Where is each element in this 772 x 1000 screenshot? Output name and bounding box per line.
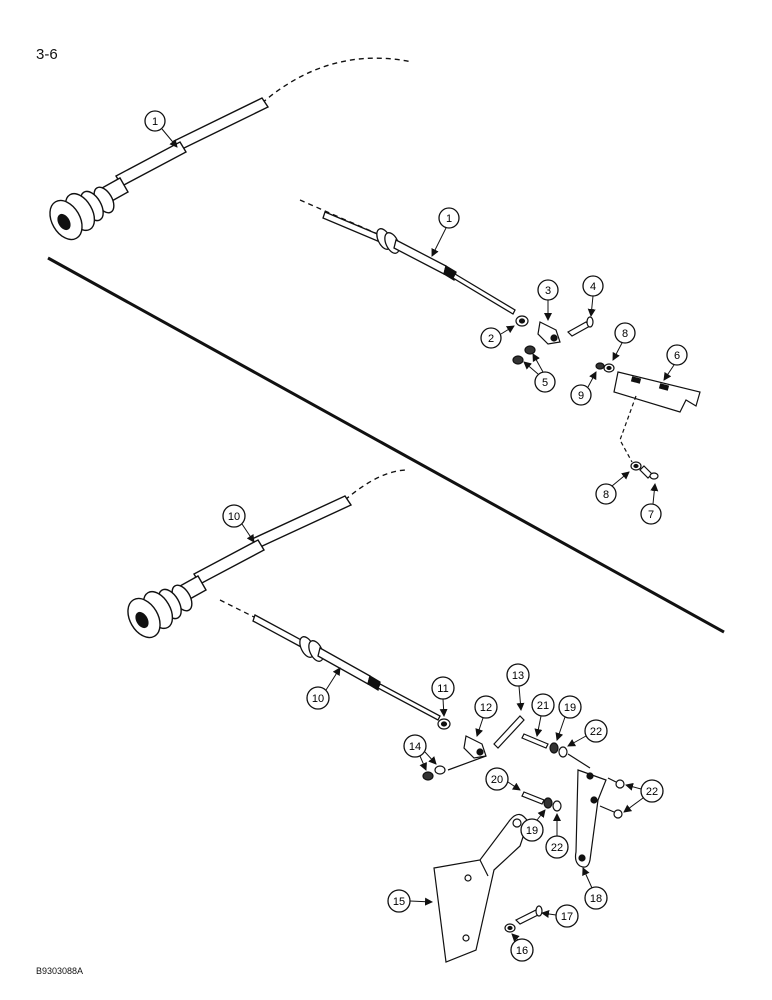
bolt-7 <box>639 465 653 479</box>
svg-text:15: 15 <box>393 896 405 908</box>
svg-text:22: 22 <box>646 786 658 798</box>
washer-19b <box>543 797 553 809</box>
svg-text:6: 6 <box>674 350 680 362</box>
callout-10a: 10 <box>222 504 255 543</box>
svg-text:8: 8 <box>622 328 628 340</box>
section-divider-line <box>47 256 725 634</box>
callout-15: 15 <box>387 889 433 913</box>
callout-8b: 8 <box>595 471 630 505</box>
figure-code: B9303088A <box>36 966 84 976</box>
svg-text:19: 19 <box>564 702 576 714</box>
callout-8a: 8 <box>612 322 636 361</box>
callout-14: 14 <box>403 734 437 771</box>
bolt-21 <box>521 733 549 749</box>
callout-19a: 19 <box>555 695 582 741</box>
svg-text:1: 1 <box>446 213 452 225</box>
svg-text:9: 9 <box>578 390 584 402</box>
callout-19b: 19 <box>520 809 546 842</box>
callout-21: 21 <box>531 693 555 737</box>
washer-22d <box>613 809 623 819</box>
page-number: 3-6 <box>36 46 58 63</box>
svg-text:10: 10 <box>228 511 240 523</box>
callout-1b: 1 <box>431 207 460 257</box>
svg-text:5: 5 <box>542 377 548 389</box>
svg-text:3: 3 <box>545 285 551 297</box>
callout-7: 7 <box>640 483 662 525</box>
svg-text:14: 14 <box>409 741 421 753</box>
svg-text:12: 12 <box>480 702 492 714</box>
washer-14b <box>434 765 446 775</box>
callout-22c: 22 <box>623 779 664 813</box>
svg-text:22: 22 <box>551 842 563 854</box>
washer-19a <box>549 742 559 754</box>
callout-11: 11 <box>431 676 455 717</box>
callout-18: 18 <box>582 867 608 910</box>
svg-text:10: 10 <box>312 693 324 705</box>
washer-22c <box>615 779 625 789</box>
callout-4: 4 <box>582 275 604 317</box>
washer-22a <box>558 746 568 758</box>
nut-14a <box>422 771 434 781</box>
svg-text:19: 19 <box>526 825 538 837</box>
callout-17: 17 <box>541 904 579 928</box>
svg-text:20: 20 <box>491 774 503 786</box>
svg-text:22: 22 <box>590 726 602 738</box>
callout-22a: 22 <box>567 719 608 747</box>
control-cable-upper <box>49 57 413 241</box>
callout-9: 9 <box>570 371 597 406</box>
cable-end-lower <box>219 599 441 721</box>
callout-12: 12 <box>474 695 498 737</box>
svg-text:13: 13 <box>512 670 524 682</box>
bracket-15 <box>433 813 529 963</box>
bolt-20 <box>521 791 545 805</box>
callout-13: 13 <box>506 663 530 711</box>
svg-text:7: 7 <box>648 509 654 521</box>
bracket-6 <box>613 371 701 413</box>
svg-text:1: 1 <box>152 116 158 128</box>
callout-2: 2 <box>480 325 515 349</box>
cable-end-upper <box>299 199 516 315</box>
callout-5: 5 <box>523 353 556 393</box>
bolt-13 <box>493 715 525 749</box>
svg-text:21: 21 <box>537 700 549 712</box>
callout-22b: 22 <box>545 813 569 859</box>
callout-3: 3 <box>537 279 559 321</box>
svg-text:4: 4 <box>590 281 596 293</box>
washer-22b <box>552 800 562 812</box>
lever-18 <box>574 769 607 868</box>
svg-text:8: 8 <box>603 489 609 501</box>
svg-text:16: 16 <box>516 945 528 957</box>
clevis-12 <box>463 735 487 759</box>
lower-hardware <box>422 715 625 963</box>
svg-text:2: 2 <box>488 333 494 345</box>
callout-20: 20 <box>485 767 521 791</box>
svg-text:17: 17 <box>561 911 573 923</box>
callout-10b: 10 <box>306 667 341 710</box>
control-cable-lower <box>127 469 409 639</box>
nut-5b <box>524 345 536 355</box>
callout-1a: 1 <box>144 110 178 148</box>
upper-hardware <box>512 315 701 480</box>
washer-9 <box>595 362 605 370</box>
svg-text:11: 11 <box>437 683 448 695</box>
callout-16: 16 <box>510 933 534 962</box>
clevis-3 <box>537 321 561 345</box>
callout-6: 6 <box>663 344 688 381</box>
nut-5a <box>512 355 524 365</box>
svg-text:18: 18 <box>590 893 602 905</box>
